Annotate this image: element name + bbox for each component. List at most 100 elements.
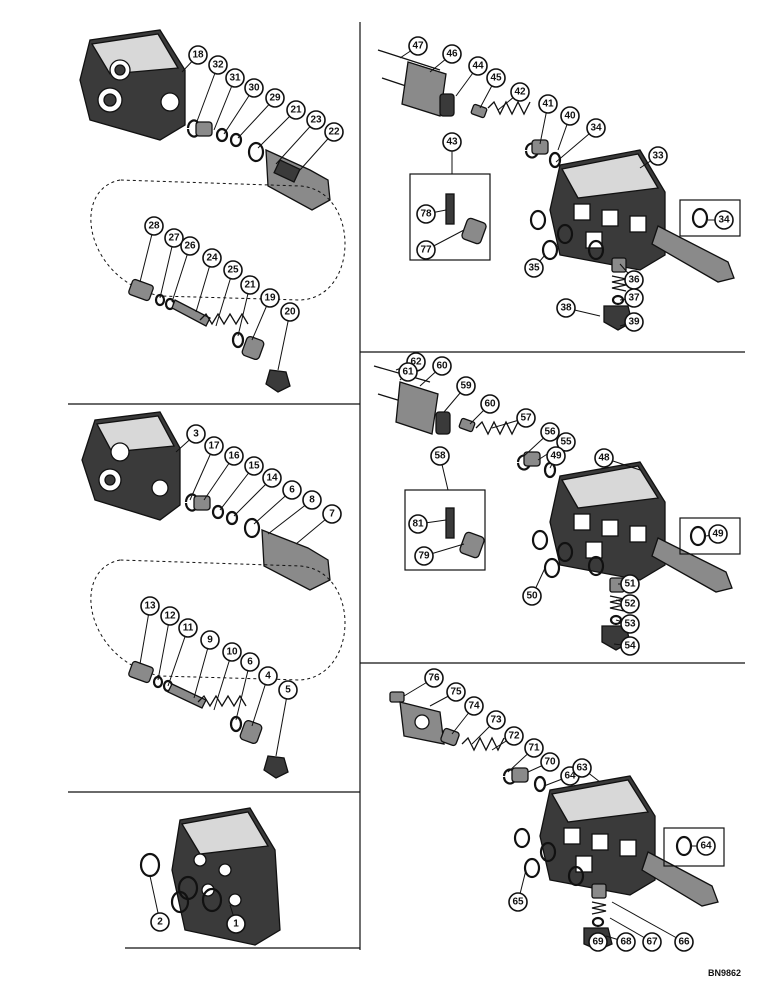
- callout-67: 67: [642, 932, 662, 952]
- callout-6: 6: [282, 480, 302, 500]
- callout-label: 20: [284, 307, 296, 318]
- callout-5: 5: [278, 680, 298, 700]
- callout-label: 64: [564, 771, 576, 782]
- callout-label: 46: [446, 49, 458, 60]
- panel-control-section-upper: [377, 49, 741, 331]
- callout-label: 78: [420, 209, 432, 220]
- callout-72: 72: [504, 726, 524, 746]
- callout-label: 14: [266, 473, 278, 484]
- callout-label: 79: [418, 551, 430, 562]
- panel-relief-valve-lower: [81, 411, 346, 779]
- callout-label: 5: [285, 685, 291, 696]
- callout-label: 74: [468, 701, 480, 712]
- callout-label: 59: [460, 381, 472, 392]
- callout-label: 9: [207, 635, 213, 646]
- callout-40: 40: [560, 106, 580, 126]
- callout-label: 76: [428, 673, 440, 684]
- callout-22: 22: [324, 122, 344, 142]
- callout-12: 12: [160, 606, 180, 626]
- callout-leader: [189, 445, 215, 501]
- callout-label: 34: [718, 215, 730, 226]
- callout-label: 45: [490, 73, 502, 84]
- callout-label: 72: [508, 731, 520, 742]
- callout-label: 53: [624, 619, 636, 630]
- callout-24: 24: [202, 248, 222, 268]
- callout-label: 54: [624, 641, 636, 652]
- callout-label: 13: [144, 601, 156, 612]
- callout-label: 56: [544, 427, 556, 438]
- callout-58: 58: [430, 446, 450, 466]
- callout-11: 11: [178, 618, 198, 638]
- callout-10: 10: [222, 642, 242, 662]
- callout-55: 55: [556, 432, 576, 452]
- callout-label: 24: [206, 253, 218, 264]
- part-callouts: 1832313029212322282726242521192031716151…: [139, 36, 734, 952]
- callout-60: 60: [480, 394, 500, 414]
- callout-77: 77: [416, 240, 436, 260]
- callout-9: 9: [200, 630, 220, 650]
- callout-label: 28: [148, 221, 160, 232]
- callout-label: 3: [193, 429, 199, 440]
- callout-label: 49: [550, 451, 562, 462]
- callout-leader: [275, 119, 317, 165]
- callout-label: 22: [328, 127, 340, 138]
- callout-label: 4: [265, 671, 271, 682]
- callout-74: 74: [464, 696, 484, 716]
- callout-39: 39: [624, 312, 644, 332]
- callout-label: 69: [592, 937, 604, 948]
- callout-59: 59: [456, 376, 476, 396]
- callout-leader: [195, 64, 219, 125]
- callout-label: 60: [484, 399, 496, 410]
- callout-69: 69: [588, 932, 608, 952]
- callout-25: 25: [223, 260, 243, 280]
- callout-49: 49: [708, 524, 728, 544]
- callout-label: 64: [700, 841, 712, 852]
- callout-label: 19: [264, 293, 276, 304]
- callout-21: 21: [286, 100, 306, 120]
- callout-leader: [235, 661, 251, 721]
- callout-66: 66: [674, 932, 694, 952]
- callout-label: 17: [208, 441, 220, 452]
- callout-leader: [275, 689, 289, 757]
- callout-13: 13: [140, 596, 160, 616]
- callout-28: 28: [144, 216, 164, 236]
- callout-leader: [277, 311, 291, 371]
- callout-63: 63: [572, 758, 592, 778]
- callout-43: 43: [442, 132, 462, 152]
- callout-76: 76: [424, 668, 444, 688]
- callout-15: 15: [244, 456, 264, 476]
- callout-label: 6: [289, 485, 295, 496]
- callout-48: 48: [594, 448, 614, 468]
- callout-7: 7: [322, 504, 342, 524]
- callout-21: 21: [240, 275, 260, 295]
- callout-label: 37: [628, 293, 640, 304]
- callout-label: 8: [309, 495, 315, 506]
- callout-73: 73: [486, 710, 506, 730]
- reference-code: BN9862: [708, 968, 742, 978]
- callout-label: 11: [183, 623, 194, 634]
- callout-label: 6: [247, 657, 253, 668]
- callout-61: 61: [398, 362, 418, 382]
- panel-control-section-middle: [373, 365, 741, 651]
- callout-label: 55: [560, 437, 572, 448]
- callout-34: 34: [714, 210, 734, 230]
- callout-label: 57: [520, 413, 532, 424]
- callout-54: 54: [620, 636, 640, 656]
- callout-31: 31: [225, 68, 245, 88]
- callout-label: 61: [402, 367, 414, 378]
- callout-8: 8: [302, 490, 322, 510]
- callout-33: 33: [648, 146, 668, 166]
- callout-79: 79: [414, 546, 434, 566]
- callout-label: 2: [157, 917, 163, 928]
- callout-label: 66: [678, 937, 690, 948]
- callout-label: 29: [269, 93, 281, 104]
- callout-56: 56: [540, 422, 560, 442]
- callout-47: 47: [408, 36, 428, 56]
- callout-label: 42: [514, 87, 526, 98]
- callout-label: 25: [227, 265, 239, 276]
- callout-label: 47: [412, 41, 424, 52]
- callout-label: 75: [450, 687, 462, 698]
- callout-57: 57: [516, 408, 536, 428]
- callout-label: 68: [620, 937, 632, 948]
- callout-3: 3: [186, 424, 206, 444]
